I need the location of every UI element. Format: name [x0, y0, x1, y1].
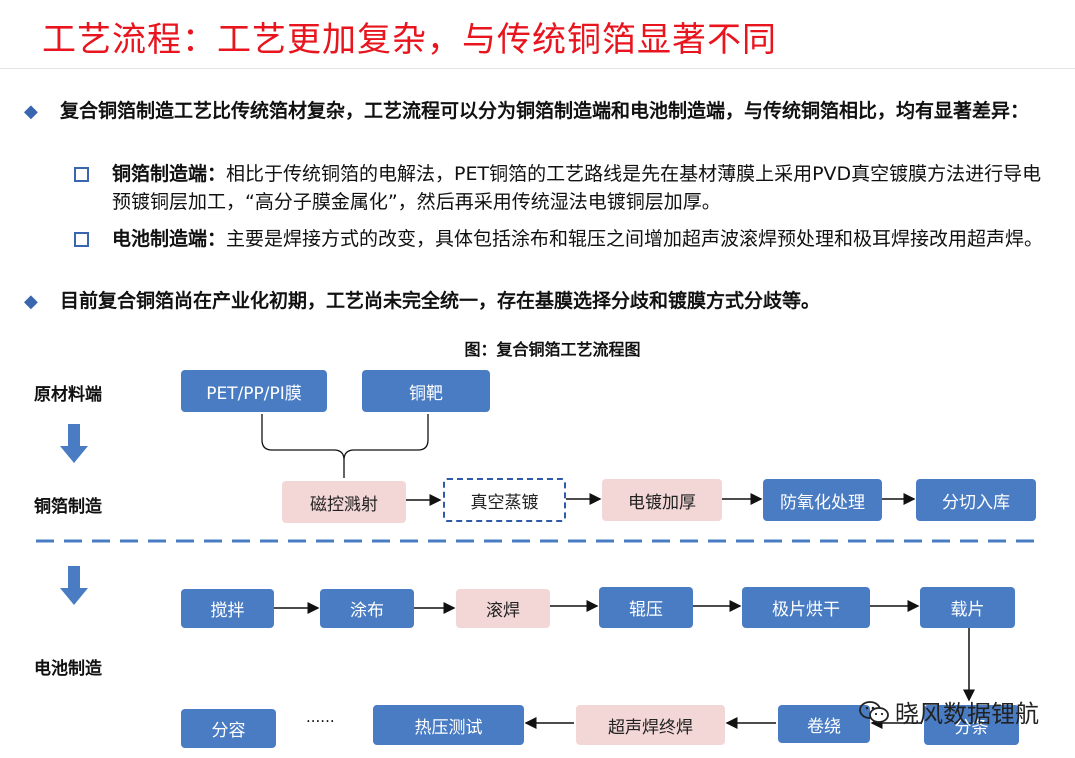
raw-material-brace: [261, 414, 429, 478]
box-electrode-drying: 极片烘干: [742, 587, 870, 628]
diamond-bullet-icon: ◆: [24, 101, 38, 122]
sub-bullet-1-body: 相比于传统铜箔的电解法，PET铜箔的工艺路线是先在基材薄膜上采用PVD真空镀膜方…: [112, 163, 1042, 213]
down-arrow-icon: [60, 424, 88, 463]
box-anti-oxidation: 防氧化处理: [763, 479, 882, 521]
box-hot-press-test: 热压测试: [373, 705, 524, 745]
label-raw-materials: 原材料端: [34, 385, 102, 405]
box-vacuum-evaporation: 真空蒸镀: [443, 478, 566, 522]
box-magnetron-sputtering: 磁控溅射: [282, 481, 406, 523]
title-divider: [0, 68, 1075, 69]
box-capacity-grading: 分容: [181, 709, 276, 748]
box-roll-welding: 滚焊: [456, 589, 550, 628]
box-coating: 涂布: [320, 589, 414, 628]
sub-bullet-2-body: 主要是焊接方式的改变，具体包括涂布和辊压之间增加超声波滚焊预处理和极耳焊接改用超…: [226, 228, 1044, 250]
box-copper-target: 铜靶: [362, 370, 490, 412]
label-battery-manufacturing: 电池制造: [34, 659, 102, 679]
watermark-text: 晓风数据锂航: [895, 700, 1039, 728]
down-arrow-icon: [60, 566, 88, 605]
sub-bullet-1-head: 铜箔制造端：: [112, 163, 227, 185]
page-title: 工艺流程：工艺更加复杂，与传统铜箔显著不同: [42, 20, 777, 60]
watermark: 晓风数据锂航: [859, 694, 1039, 729]
box-slitting-storage: 分切入库: [916, 479, 1036, 521]
bullet-1-text: 复合铜箔制造工艺比传统箔材复杂，工艺流程可以分为铜箔制造端和电池制造端，与传统铜…: [60, 100, 1030, 122]
box-electroplating: 电镀加厚: [602, 479, 722, 521]
sub-bullet-2-head: 电池制造端：: [112, 228, 227, 250]
box-slitting: 分条: [924, 705, 1019, 745]
ellipsis-steps: ......: [306, 708, 335, 726]
sub-bullet-2: 电池制造端：主要是焊接方式的改变，具体包括涂布和辊压之间增加超声波滚焊预处理和极…: [74, 225, 1054, 253]
box-pet-film: PET/PP/PI膜: [181, 370, 327, 412]
box-mixing: 搅拌: [181, 589, 274, 628]
diamond-bullet-icon: ◆: [24, 291, 38, 312]
bullet-2-text: 目前复合铜箔尚在产业化初期，工艺尚未完全统一，存在基膜选择分歧和镀膜方式分歧等。: [60, 290, 821, 312]
box-rolling: 辊压: [599, 587, 693, 628]
bullet-2: ◆ 目前复合铜箔尚在产业化初期，工艺尚未完全统一，存在基膜选择分歧和镀膜方式分歧…: [24, 287, 1054, 316]
wechat-icon: [859, 700, 889, 723]
box-ultrasonic-final-weld: 超声焊终焊: [576, 705, 725, 745]
square-bullet-icon: [74, 167, 89, 182]
box-loading: 载片: [920, 587, 1015, 628]
sub-bullet-1: 铜箔制造端：相比于传统铜箔的电解法，PET铜箔的工艺路线是先在基材薄膜上采用PV…: [74, 160, 1054, 216]
square-bullet-icon: [74, 232, 89, 247]
box-winding: 卷绕: [778, 705, 870, 743]
bullet-1: ◆ 复合铜箔制造工艺比传统箔材复杂，工艺流程可以分为铜箔制造端和电池制造端，与传…: [24, 97, 1054, 126]
label-foil-manufacturing: 铜箔制造: [34, 497, 102, 517]
figure-caption: 图：复合铜箔工艺流程图: [464, 340, 641, 359]
